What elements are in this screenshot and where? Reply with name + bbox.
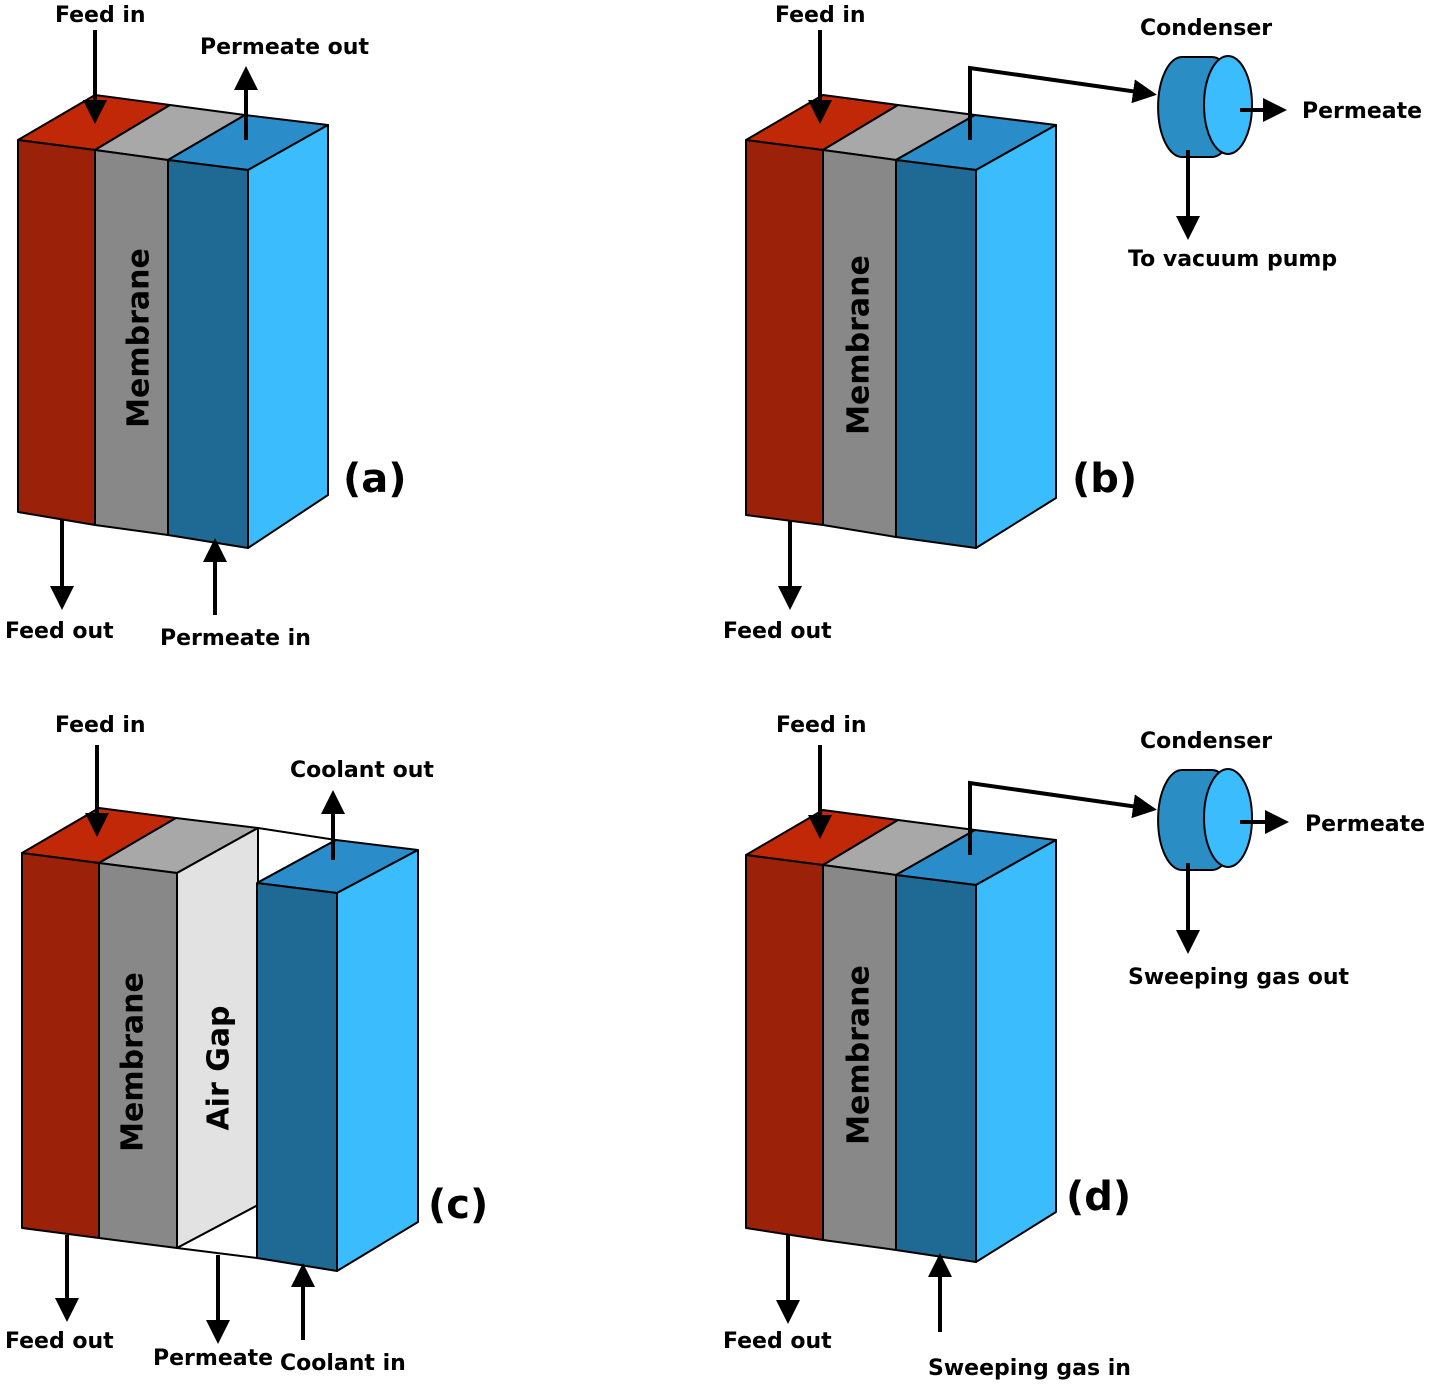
feed-out-label: Feed out bbox=[5, 619, 114, 644]
feed-channel-front bbox=[745, 139, 824, 526]
vacuum-channel-front bbox=[895, 159, 977, 549]
feed-channel-front bbox=[21, 852, 100, 1239]
membrane-label: Membrane bbox=[116, 972, 151, 1152]
permeate-in-label: Permeate in bbox=[160, 626, 311, 651]
to-vacuum-pump-label: To vacuum pump bbox=[1128, 247, 1337, 272]
module-side-face bbox=[336, 849, 419, 1272]
vapor-line bbox=[968, 780, 1157, 855]
air-gap-label: Air Gap bbox=[202, 1005, 237, 1130]
module-side-face bbox=[247, 124, 329, 549]
condenser-label: Condenser bbox=[1140, 16, 1272, 41]
feed-out-label: Feed out bbox=[723, 619, 832, 644]
coolant-in-label: Coolant in bbox=[280, 1351, 406, 1376]
panel-tag-d: (d) bbox=[1066, 1174, 1131, 1220]
feed-in-label: Feed in bbox=[775, 3, 866, 28]
feed-out-label: Feed out bbox=[5, 1329, 114, 1354]
feed-channel-front bbox=[17, 139, 96, 526]
sweep-channel-front bbox=[895, 874, 977, 1263]
condenser-label: Condenser bbox=[1140, 729, 1272, 754]
permeate-label: Permeate bbox=[1302, 99, 1422, 124]
feed-in-label: Feed in bbox=[55, 713, 146, 738]
coolant-channel-front bbox=[256, 882, 338, 1272]
permeate-out-label: Permeate out bbox=[200, 35, 369, 60]
panel-tag-c: (c) bbox=[428, 1182, 488, 1228]
module-side-face bbox=[975, 124, 1057, 549]
membrane-label: Membrane bbox=[842, 965, 877, 1145]
condenser-face bbox=[1203, 768, 1253, 868]
condenser bbox=[1157, 768, 1253, 871]
permeate-channel-front bbox=[167, 159, 249, 549]
sweeping-gas-in-label: Sweeping gas in bbox=[928, 1356, 1131, 1381]
condenser-face bbox=[1203, 55, 1253, 155]
feed-out-label: Feed out bbox=[723, 1329, 832, 1354]
permeate-label: Permeate bbox=[153, 1346, 273, 1371]
vapor-line bbox=[968, 65, 1157, 140]
condenser bbox=[1157, 55, 1253, 158]
feed-in-label: Feed in bbox=[55, 3, 146, 28]
feed-channel-front bbox=[745, 854, 824, 1241]
membrane-label: Membrane bbox=[842, 255, 877, 435]
panel-c: Membrane Air Gap Feed in Coolant out Fee… bbox=[5, 713, 488, 1376]
panel-b: Membrane Feed in Condenser Permeate To v… bbox=[723, 3, 1422, 644]
coolant-out-label: Coolant out bbox=[290, 758, 434, 783]
membrane-label: Membrane bbox=[122, 248, 157, 428]
feed-in-label: Feed in bbox=[776, 713, 867, 738]
sweeping-gas-out-label: Sweeping gas out bbox=[1128, 965, 1349, 990]
panel-tag-a: (a) bbox=[343, 456, 407, 502]
panel-d: Membrane Feed in Condenser Permeate Swee… bbox=[723, 713, 1425, 1381]
panel-a: Membrane Feed in Permeate out Feed out P… bbox=[5, 3, 407, 651]
module-side-face bbox=[975, 839, 1057, 1263]
panel-tag-b: (b) bbox=[1072, 456, 1137, 502]
permeate-label: Permeate bbox=[1305, 812, 1425, 837]
